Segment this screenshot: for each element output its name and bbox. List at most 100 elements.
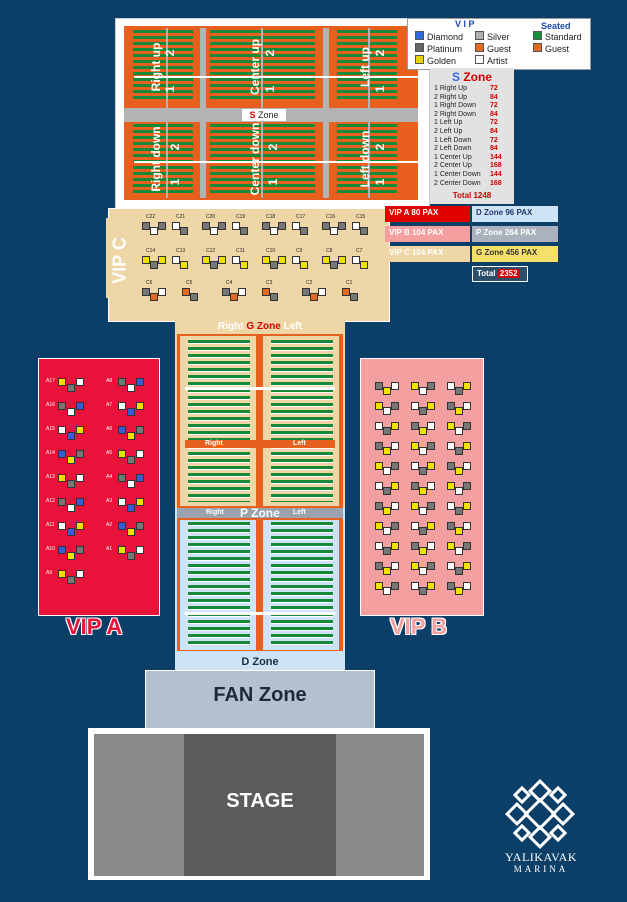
vip-a-seat[interactable] — [58, 426, 66, 434]
vip-b-seat[interactable] — [411, 382, 419, 390]
vip-b-seat[interactable] — [447, 502, 455, 510]
vip-b-seat[interactable] — [447, 442, 455, 450]
vip-c-seat[interactable] — [302, 288, 310, 296]
vip-b-seat[interactable] — [463, 542, 471, 550]
vip-a-seat[interactable] — [76, 498, 84, 506]
vip-a-seat[interactable] — [76, 426, 84, 434]
vip-a-seat[interactable] — [127, 504, 135, 512]
vip-b-seat[interactable] — [427, 582, 435, 590]
vip-c-seat[interactable] — [322, 222, 330, 230]
vip-b-seat[interactable] — [391, 582, 399, 590]
vip-c-seat[interactable] — [360, 261, 368, 269]
vip-b-seat[interactable] — [391, 522, 399, 530]
vip-b-seat[interactable] — [427, 462, 435, 470]
vip-a-seat[interactable] — [127, 552, 135, 560]
vip-c-seat[interactable] — [300, 227, 308, 235]
vip-b-seat[interactable] — [447, 462, 455, 470]
vip-a-seat[interactable] — [58, 474, 66, 482]
vip-b-seat[interactable] — [427, 422, 435, 430]
vip-c-seat[interactable] — [292, 222, 300, 230]
vip-b-seat[interactable] — [375, 522, 383, 530]
vip-b-seat[interactable] — [455, 427, 463, 435]
vip-b-seat[interactable] — [455, 487, 463, 495]
vip-a-seat[interactable] — [58, 522, 66, 530]
vip-b-seat[interactable] — [419, 567, 427, 575]
vip-b-seat[interactable] — [419, 467, 427, 475]
vip-c-seat[interactable] — [262, 256, 270, 264]
vip-b-seat[interactable] — [419, 387, 427, 395]
vip-b-seat[interactable] — [447, 382, 455, 390]
vip-b-seat[interactable] — [427, 562, 435, 570]
vip-c-seat[interactable] — [142, 256, 150, 264]
vip-a-seat[interactable] — [58, 498, 66, 506]
vip-a-seat[interactable] — [67, 504, 75, 512]
vip-c-seat[interactable] — [158, 222, 166, 230]
vip-c-seat[interactable] — [210, 261, 218, 269]
vip-c-seat[interactable] — [352, 222, 360, 230]
vip-b-seat[interactable] — [463, 462, 471, 470]
vip-b-seat[interactable] — [383, 507, 391, 515]
vip-a-seat[interactable] — [67, 552, 75, 560]
vip-b-seat[interactable] — [427, 442, 435, 450]
vip-c-seat[interactable] — [232, 222, 240, 230]
vip-b-seat[interactable] — [375, 482, 383, 490]
vip-a-seat[interactable] — [127, 480, 135, 488]
vip-a-seat[interactable] — [67, 456, 75, 464]
vip-b-seat[interactable] — [463, 582, 471, 590]
vip-b-seat[interactable] — [383, 467, 391, 475]
vip-a-seat[interactable] — [127, 408, 135, 416]
vip-a-seat[interactable] — [67, 408, 75, 416]
vip-b-seat[interactable] — [463, 562, 471, 570]
vip-b-seat[interactable] — [463, 422, 471, 430]
vip-c-seat[interactable] — [230, 293, 238, 301]
vip-c-seat[interactable] — [330, 227, 338, 235]
vip-a-seat[interactable] — [67, 528, 75, 536]
vip-b-seat[interactable] — [411, 542, 419, 550]
vip-c-seat[interactable] — [278, 222, 286, 230]
vip-b-seat[interactable] — [383, 567, 391, 575]
vip-b-seat[interactable] — [455, 587, 463, 595]
vip-c-seat[interactable] — [270, 293, 278, 301]
vip-a-seat[interactable] — [58, 450, 66, 458]
g-zone-right-seats[interactable] — [188, 340, 250, 502]
vip-a-seat[interactable] — [136, 546, 144, 554]
vip-b-seat[interactable] — [383, 407, 391, 415]
vip-b-seat[interactable] — [375, 502, 383, 510]
vip-c-seat[interactable] — [172, 256, 180, 264]
vip-b-seat[interactable] — [419, 507, 427, 515]
vip-c-seat[interactable] — [158, 288, 166, 296]
vip-b-seat[interactable] — [411, 442, 419, 450]
vip-c-seat[interactable] — [330, 261, 338, 269]
vip-b-seat[interactable] — [375, 422, 383, 430]
vip-a-seat[interactable] — [136, 378, 144, 386]
vip-a-seat[interactable] — [136, 474, 144, 482]
vip-c-seat[interactable] — [338, 222, 346, 230]
vip-b-seat[interactable] — [375, 382, 383, 390]
vip-c-seat[interactable] — [150, 227, 158, 235]
vip-b-seat[interactable] — [463, 382, 471, 390]
vip-a-seat[interactable] — [76, 546, 84, 554]
vip-c-seat[interactable] — [238, 288, 246, 296]
vip-c-seat[interactable] — [270, 227, 278, 235]
vip-a-seat[interactable] — [118, 522, 126, 530]
vip-a-seat[interactable] — [67, 384, 75, 392]
vip-c-seat[interactable] — [352, 256, 360, 264]
vip-a-seat[interactable] — [127, 384, 135, 392]
vip-b-seat[interactable] — [391, 422, 399, 430]
vip-c-seat[interactable] — [278, 256, 286, 264]
vip-b-seat[interactable] — [455, 547, 463, 555]
vip-a-seat[interactable] — [58, 378, 66, 386]
vip-b-seat[interactable] — [447, 422, 455, 430]
vip-a-seat[interactable] — [136, 498, 144, 506]
vip-b-seat[interactable] — [447, 582, 455, 590]
vip-c-seat[interactable] — [202, 256, 210, 264]
vip-b-seat[interactable] — [419, 447, 427, 455]
vip-b-seat[interactable] — [447, 542, 455, 550]
vip-a-seat[interactable] — [118, 498, 126, 506]
vip-b-seat[interactable] — [375, 582, 383, 590]
vip-a-seat[interactable] — [136, 426, 144, 434]
vip-c-seat[interactable] — [232, 256, 240, 264]
vip-b-seat[interactable] — [391, 482, 399, 490]
vip-b-seat[interactable] — [411, 582, 419, 590]
vip-c-seat[interactable] — [150, 261, 158, 269]
